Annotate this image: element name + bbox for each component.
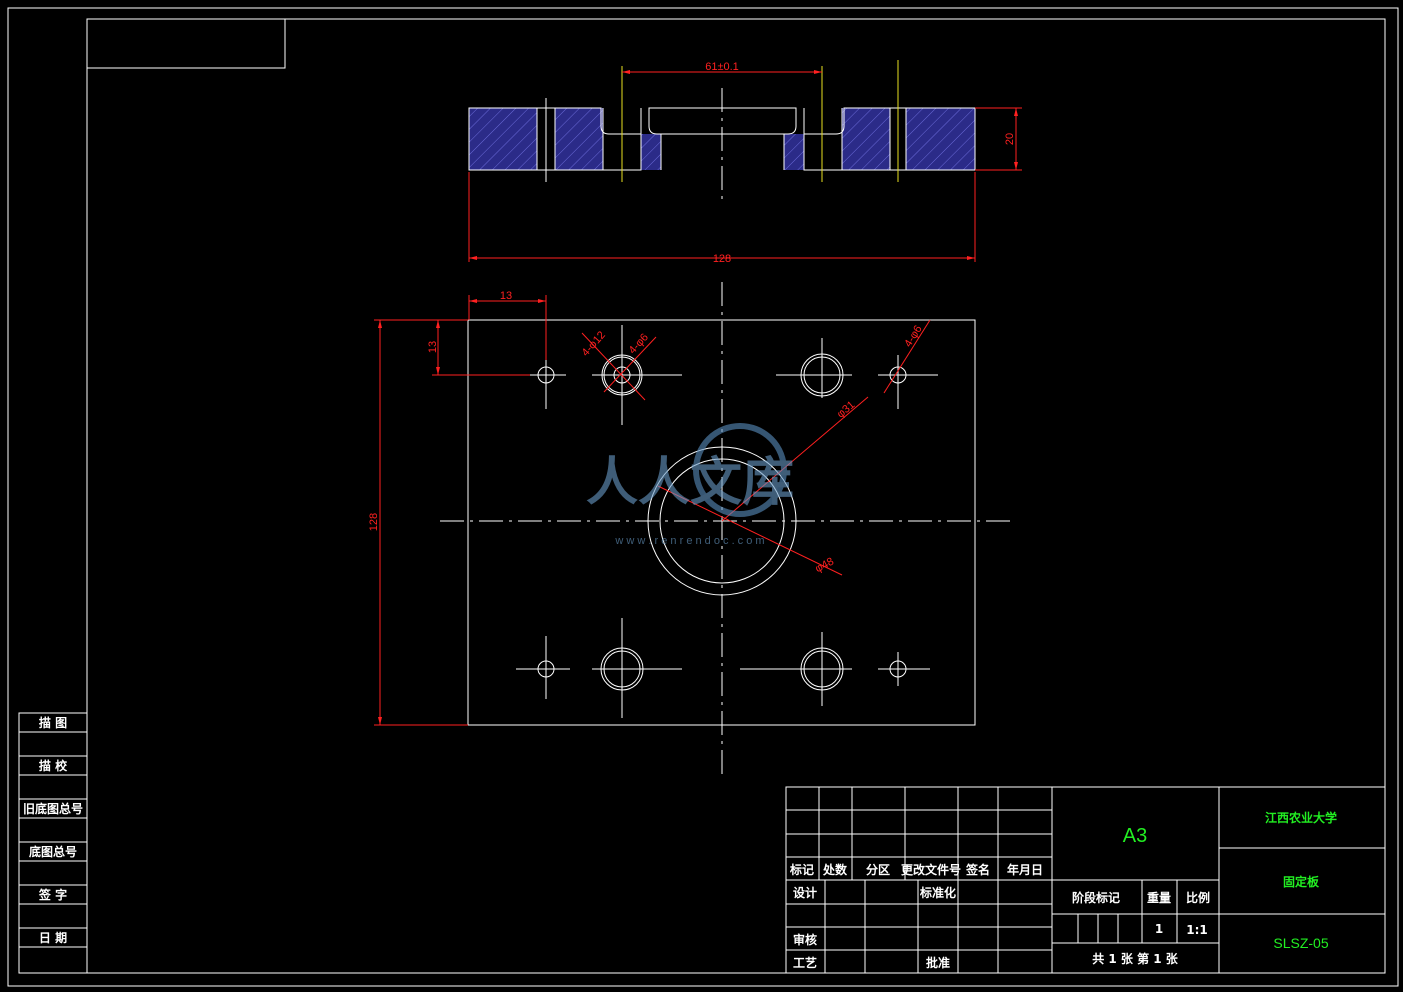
header-sign: 签名 bbox=[965, 862, 990, 877]
header-change-doc: 更改文件号 bbox=[901, 862, 961, 877]
weight-label: 重量 bbox=[1147, 890, 1171, 905]
inner-border bbox=[86, 18, 1386, 974]
bore-outer bbox=[647, 446, 797, 596]
side-label-signature: 签 字 bbox=[38, 887, 67, 902]
side-label-trace: 描 图 bbox=[39, 715, 67, 730]
dim-bore-inner: φ31 bbox=[835, 399, 858, 421]
outer-border bbox=[7, 7, 1399, 987]
dim-width: 128 bbox=[713, 253, 731, 265]
dim-edge-x: 13 bbox=[500, 290, 512, 302]
dim-holes-6a: 4-φ6 bbox=[627, 331, 651, 356]
role-design: 设计 bbox=[793, 885, 817, 900]
title-block: 标记 处数 分区 更改文件号 签名 年月日 设计 标准化 审核 工艺 批准 A3… bbox=[785, 786, 1386, 974]
header-date: 年月日 bbox=[1007, 862, 1043, 877]
scale-label: 比例 bbox=[1186, 890, 1210, 905]
dim-height: 128 bbox=[368, 513, 380, 531]
side-label-base-number: 底图总号 bbox=[29, 844, 77, 859]
side-label-old-number: 旧底图总号 bbox=[23, 801, 83, 816]
role-standard: 标准化 bbox=[919, 885, 956, 900]
section-dimensions: 61±0.1 20 128 bbox=[468, 61, 1022, 265]
scale-value: 1:1 bbox=[1186, 923, 1208, 937]
stage-label: 阶段标记 bbox=[1072, 890, 1120, 905]
header-count: 处数 bbox=[822, 862, 848, 877]
section-view bbox=[468, 60, 976, 200]
side-panel: 描 图 描 校 旧底图总号 底图总号 签 字 日 期 bbox=[18, 712, 88, 974]
side-label-check: 描 校 bbox=[39, 758, 68, 773]
code-box-top-left bbox=[86, 18, 286, 69]
role-process: 工艺 bbox=[793, 955, 817, 970]
part-name: 固定板 bbox=[1283, 874, 1320, 889]
watermark-logo-icon bbox=[693, 423, 787, 517]
dim-hole-spacing: 61±0.1 bbox=[705, 61, 739, 73]
bore-inner bbox=[659, 458, 785, 584]
drawing-code: SLSZ-05 bbox=[1273, 935, 1328, 951]
plan-view bbox=[440, 282, 1015, 780]
small-holes bbox=[516, 355, 938, 699]
dim-holes-6b: 4-φ6 bbox=[902, 323, 924, 349]
role-review: 审核 bbox=[793, 932, 817, 947]
header-zone: 分区 bbox=[866, 862, 890, 877]
side-label-date: 日 期 bbox=[39, 930, 67, 945]
dim-bore-outer: φ48 bbox=[813, 556, 836, 576]
dim-thickness: 20 bbox=[1004, 133, 1016, 145]
watermark-brand: 人人文库 bbox=[586, 453, 794, 513]
sheet-count: 共 1 张 第 1 张 bbox=[1092, 951, 1179, 966]
paper-size: A3 bbox=[1123, 825, 1147, 847]
weight-value: 1 bbox=[1155, 922, 1163, 936]
watermark: 人人文库 w w w . r e n r e n d o c . c o m bbox=[586, 423, 794, 547]
watermark-url: w w w . r e n r e n d o c . c o m bbox=[614, 535, 764, 547]
header-mark: 标记 bbox=[789, 862, 814, 877]
role-approve: 批准 bbox=[926, 955, 950, 970]
school-name: 江西农业大学 bbox=[1265, 810, 1337, 825]
dim-holes-12: 4-φ12 bbox=[580, 329, 608, 359]
dim-edge-y: 13 bbox=[427, 341, 439, 353]
